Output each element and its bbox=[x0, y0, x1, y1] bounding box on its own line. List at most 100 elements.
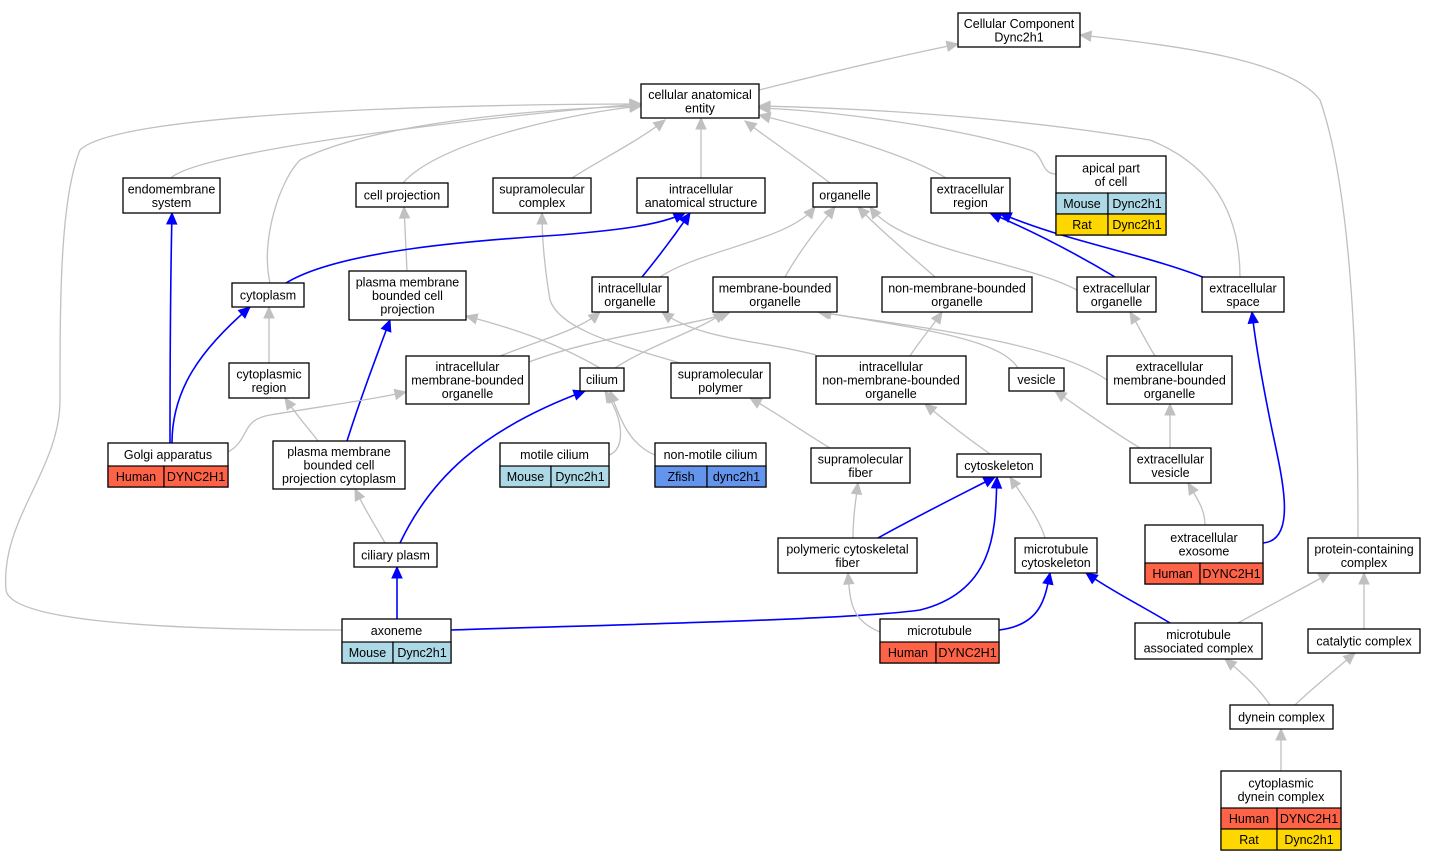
arrowhead bbox=[1129, 310, 1141, 325]
node-label: complex bbox=[1341, 556, 1388, 570]
arrowhead bbox=[1085, 572, 1099, 585]
node-label: Dync2h1 bbox=[994, 30, 1043, 44]
gene-label: DYNC2H1 bbox=[1280, 812, 1338, 826]
arrowhead bbox=[748, 397, 763, 409]
gene-cell bbox=[163, 465, 229, 488]
go-term-catalytic[interactable]: catalytic complex bbox=[1307, 628, 1421, 654]
edge-gray bbox=[817, 311, 1108, 381]
arrowhead bbox=[380, 318, 392, 333]
arrowhead bbox=[1224, 658, 1238, 671]
node-label: of cell bbox=[1095, 175, 1128, 189]
gene-label: dync2h1 bbox=[713, 470, 760, 484]
edge-blue bbox=[989, 212, 1116, 278]
node-label: non-membrane-bounded bbox=[888, 281, 1026, 295]
go-term-organelle[interactable]: organelle bbox=[812, 182, 878, 208]
edge-gray bbox=[499, 311, 601, 357]
gene-cell bbox=[935, 641, 1000, 664]
arrowhead bbox=[850, 481, 863, 496]
edge-gray bbox=[528, 311, 731, 363]
node-box bbox=[1307, 628, 1421, 654]
node-label: intracellular bbox=[598, 281, 662, 295]
node-label: system bbox=[152, 196, 192, 210]
node-label: motile cilium bbox=[520, 448, 589, 462]
go-term-vesicle[interactable]: vesicle bbox=[1008, 367, 1065, 392]
gene-label: Dync2h1 bbox=[1284, 833, 1333, 847]
go-term-cellproj[interactable]: cell projection bbox=[355, 182, 449, 208]
go-term-inmbo[interactable]: intracellularnon-membrane-boundedorganel… bbox=[815, 355, 967, 405]
go-term-ciliaryplasm[interactable]: ciliary plasm bbox=[353, 542, 438, 568]
arrowhead bbox=[988, 212, 1003, 223]
edge-blue bbox=[399, 390, 586, 544]
node-label: projection bbox=[380, 303, 434, 317]
go-term-dynein[interactable]: dynein complex bbox=[1229, 704, 1334, 730]
node-box bbox=[957, 12, 1081, 48]
edge-gray bbox=[1054, 390, 1141, 449]
node-label: organelle bbox=[1144, 387, 1195, 401]
arrowhead bbox=[263, 305, 275, 319]
node-label: dynein complex bbox=[1238, 711, 1326, 725]
edge-gray bbox=[659, 206, 816, 278]
node-label: plasma membrane bbox=[356, 276, 460, 290]
node-label: organelle bbox=[604, 295, 655, 309]
edge-gray bbox=[661, 311, 817, 356]
node-label: ciliary plasm bbox=[361, 549, 430, 563]
node-box bbox=[272, 440, 406, 490]
node-box bbox=[348, 270, 467, 321]
gene-cell bbox=[1107, 213, 1167, 236]
edge-gray bbox=[571, 119, 666, 179]
go-term-cytoplasm[interactable]: cytoplasm bbox=[231, 282, 305, 308]
arrowhead bbox=[1358, 571, 1370, 585]
node-label: region bbox=[252, 381, 287, 395]
node-box bbox=[231, 282, 305, 308]
edge-gray bbox=[924, 403, 991, 455]
arrowhead bbox=[1317, 572, 1332, 584]
node-label: extracellular bbox=[1209, 281, 1276, 295]
arrowhead bbox=[757, 100, 771, 113]
arrowhead bbox=[536, 211, 548, 225]
edge-gray bbox=[402, 105, 642, 184]
gene-label: DYNC2H1 bbox=[1202, 567, 1260, 581]
go-term-cytoskeleton[interactable]: cytoskeleton bbox=[956, 453, 1042, 478]
node-box bbox=[1008, 367, 1065, 392]
node-label: intracellular bbox=[436, 360, 500, 374]
node-label: supramolecular bbox=[678, 367, 763, 381]
edge-gray bbox=[758, 114, 947, 179]
node-label: entity bbox=[685, 101, 716, 115]
arrowhead bbox=[803, 206, 816, 220]
node-box bbox=[881, 276, 1033, 313]
go-term-cilium[interactable]: cilium bbox=[579, 367, 625, 392]
node-box bbox=[712, 276, 838, 313]
arrowhead bbox=[464, 313, 479, 325]
